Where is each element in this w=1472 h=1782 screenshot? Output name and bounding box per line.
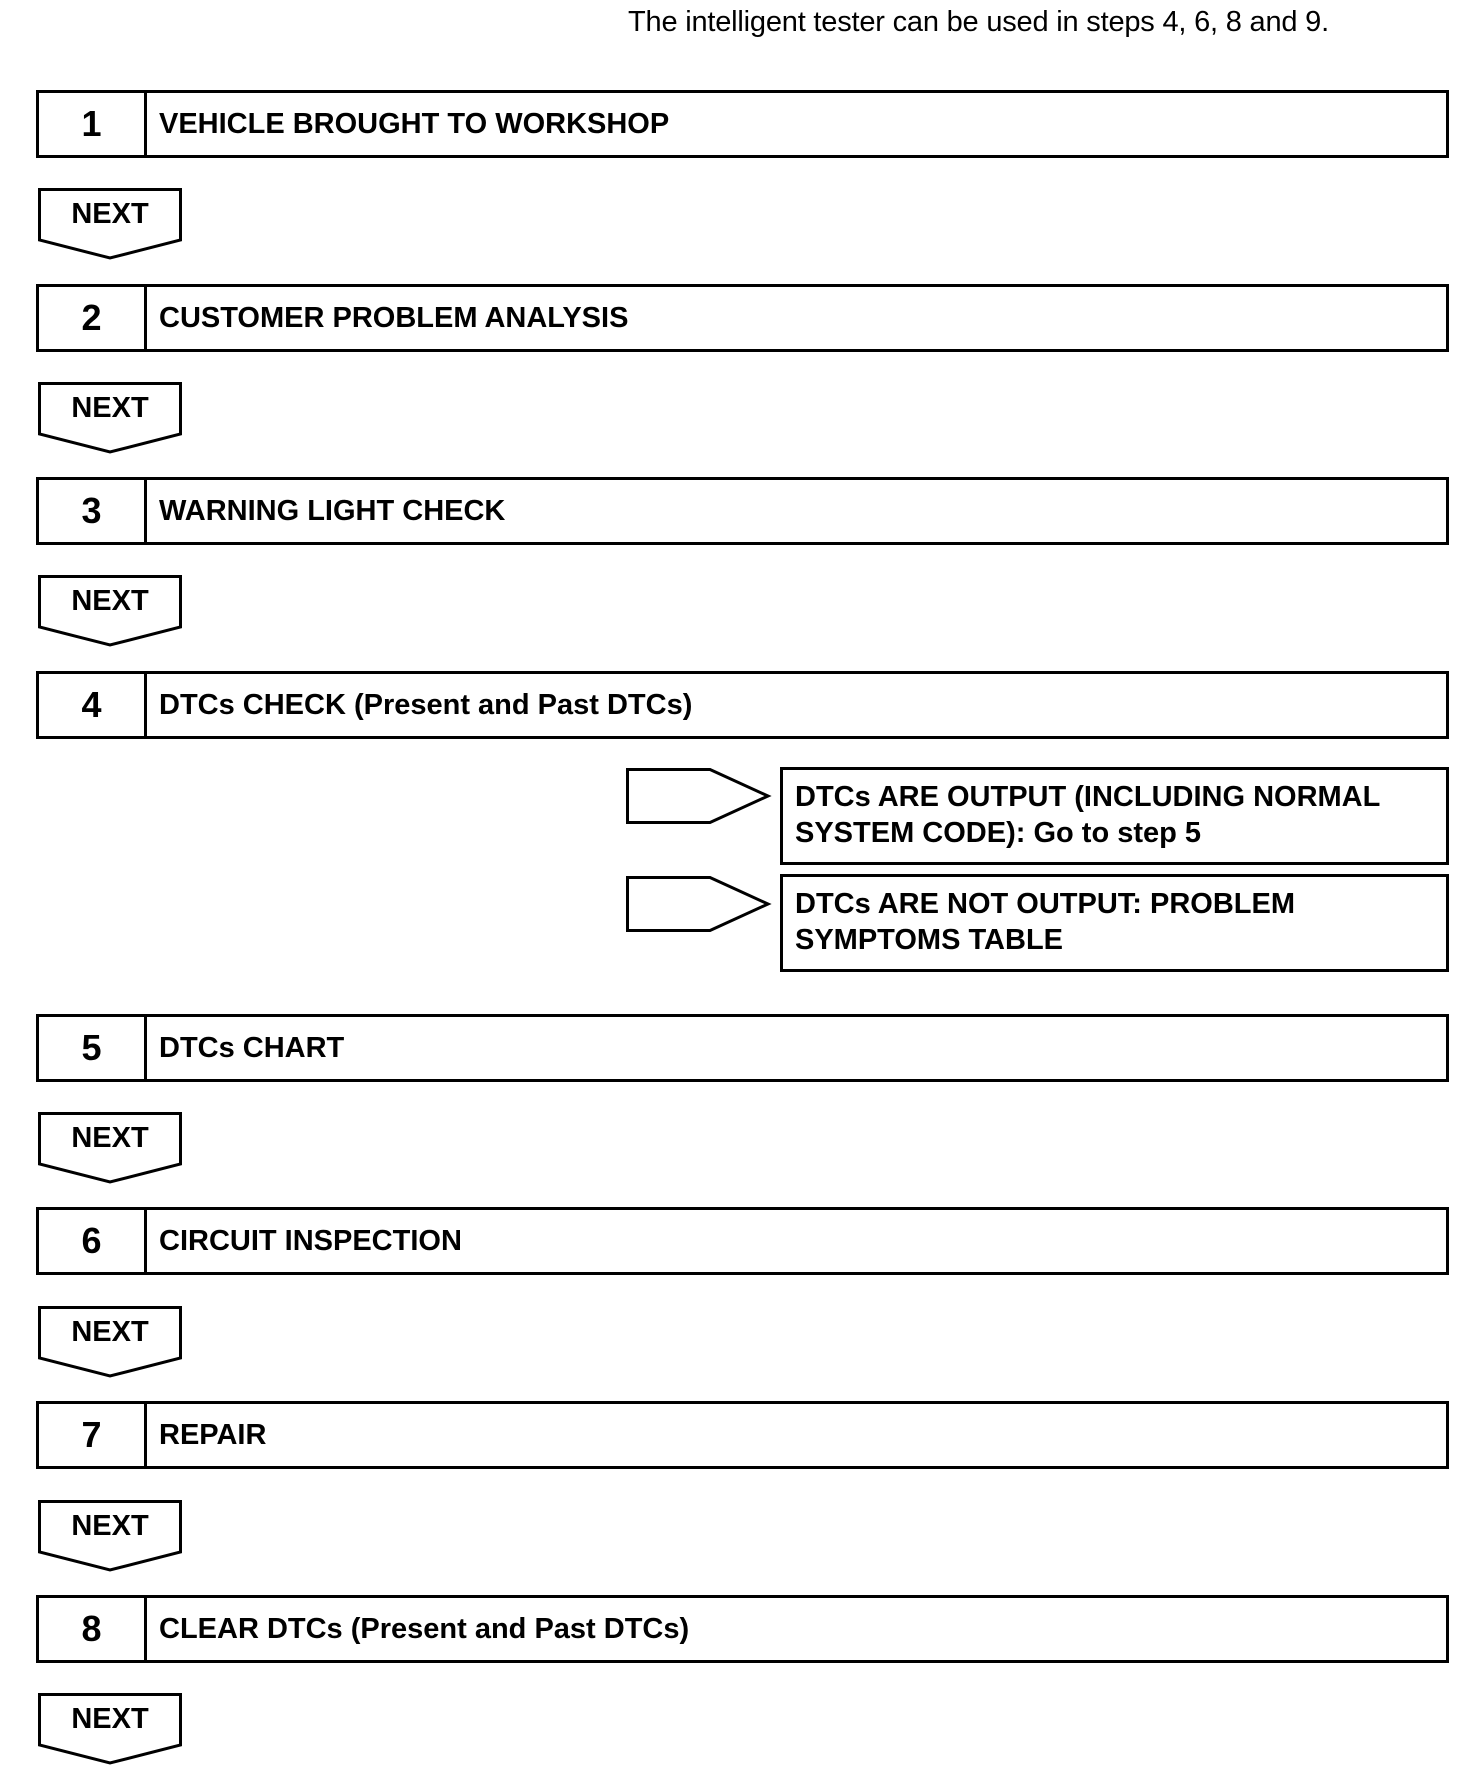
step-5-box: 5 DTCs CHART [36,1014,1449,1082]
step-label: CIRCUIT INSPECTION [159,1224,462,1257]
next-arrow-shape [38,1306,182,1378]
next-arrow-1: NEXT [38,188,182,260]
step-number: 6 [39,1210,147,1272]
step-label: DTCs CHECK (Present and Past DTCs) [159,688,693,721]
step-6-box: 6 CIRCUIT INSPECTION [36,1207,1449,1275]
step-label: CUSTOMER PROBLEM ANALYSIS [159,301,629,334]
next-arrow-5: NEXT [38,1112,182,1184]
next-label: NEXT [71,1316,149,1348]
step-8-box: 8 CLEAR DTCs (Present and Past DTCs) [36,1595,1449,1663]
step-7-box: 7 REPAIR [36,1401,1449,1469]
step-label: CLEAR DTCs (Present and Past DTCs) [159,1612,690,1645]
step-label: DTCs CHART [159,1031,345,1064]
step-label: VEHICLE BROUGHT TO WORKSHOP [159,107,670,140]
branch-arrow-shape [626,876,772,932]
next-label: NEXT [71,1122,149,1154]
step-4-box: 4 DTCs CHECK (Present and Past DTCs) [36,671,1449,739]
step-number: 7 [39,1404,147,1466]
step-label: REPAIR [159,1418,267,1451]
next-label: NEXT [71,198,149,230]
branch-result-line: DTCs ARE NOT OUTPUT: PROBLEM [795,888,1295,920]
step-label: WARNING LIGHT CHECK [159,494,506,527]
branch-result-line: DTCs ARE OUTPUT (INCLUDING NORMAL [795,781,1381,813]
branch-arrow-shape [626,768,772,824]
next-arrow-shape [38,1112,182,1184]
step-1-box: 1 VEHICLE BROUGHT TO WORKSHOP [36,90,1449,158]
next-arrow-6: NEXT [38,1306,182,1378]
next-arrow-3: NEXT [38,575,182,647]
step-number: 1 [39,93,147,155]
step-number: 4 [39,674,147,736]
step-number: 5 [39,1017,147,1079]
next-arrow-shape [38,1500,182,1572]
next-arrow-7: NEXT [38,1500,182,1572]
step-number: 3 [39,480,147,542]
step-number: 8 [39,1598,147,1660]
next-arrow-8: NEXT [38,1693,182,1765]
step-2-box: 2 CUSTOMER PROBLEM ANALYSIS [36,284,1449,352]
next-arrow-shape [38,188,182,260]
next-arrow-shape [38,1693,182,1765]
next-arrow-shape [38,575,182,647]
next-label: NEXT [71,585,149,617]
step-number: 2 [39,287,147,349]
next-label: NEXT [71,1703,149,1735]
branch-arrow-2 [626,876,772,932]
branch-arrow-1 [626,768,772,824]
next-label: NEXT [71,392,149,424]
branch-result-line: SYSTEM CODE): Go to step 5 [795,817,1202,849]
next-label: NEXT [71,1510,149,1542]
branch-result-2: DTCs ARE NOT OUTPUT: PROBLEM SYMPTOMS TA… [780,874,1449,972]
tester-note: The intelligent tester can be used in st… [628,6,1329,38]
step-3-box: 3 WARNING LIGHT CHECK [36,477,1449,545]
branch-result-line: SYMPTOMS TABLE [795,924,1063,956]
next-arrow-shape [38,382,182,454]
branch-result-1: DTCs ARE OUTPUT (INCLUDING NORMAL SYSTEM… [780,767,1449,865]
next-arrow-2: NEXT [38,382,182,454]
